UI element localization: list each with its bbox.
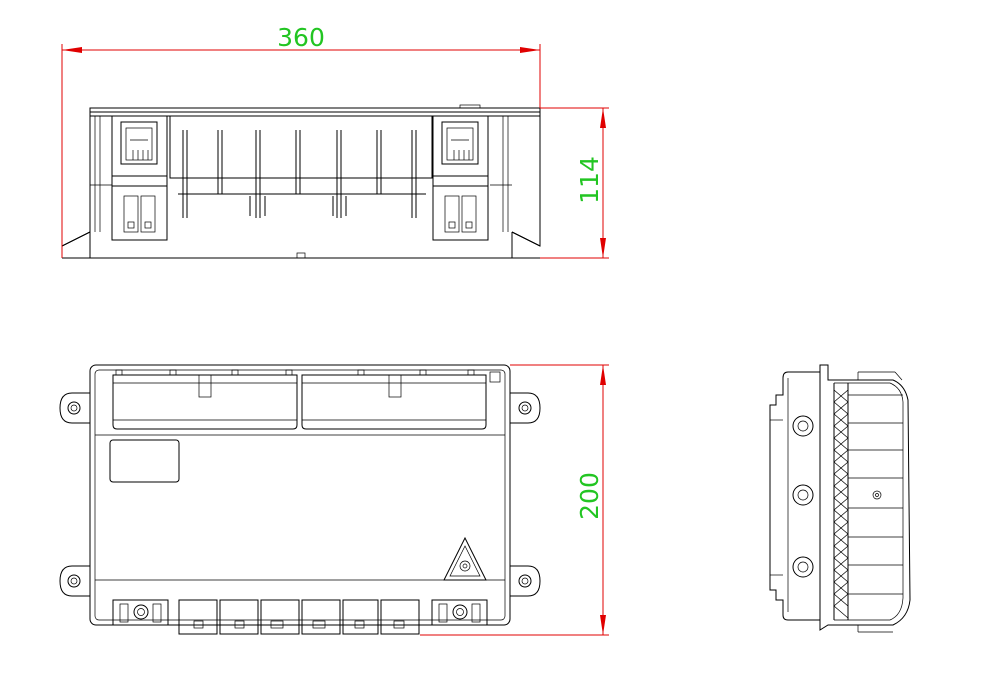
- terminal-row: [178, 599, 420, 635]
- warning-triangle-icon: [443, 536, 487, 581]
- label-plate: [109, 439, 180, 483]
- dimension-height-top: 200: [420, 364, 609, 636]
- dimension-width-label: 360: [277, 23, 325, 52]
- side-view: [769, 364, 911, 633]
- front-view: [61, 104, 541, 259]
- housing-ribs: [848, 394, 903, 595]
- dimension-width: 360: [61, 23, 541, 258]
- dimension-height-front-label: 114: [575, 156, 604, 204]
- terminal-pins: [182, 130, 417, 218]
- top-view: [59, 364, 541, 635]
- dimension-height-top-label: 200: [575, 472, 604, 520]
- dimension-height-front: 114: [540, 107, 609, 259]
